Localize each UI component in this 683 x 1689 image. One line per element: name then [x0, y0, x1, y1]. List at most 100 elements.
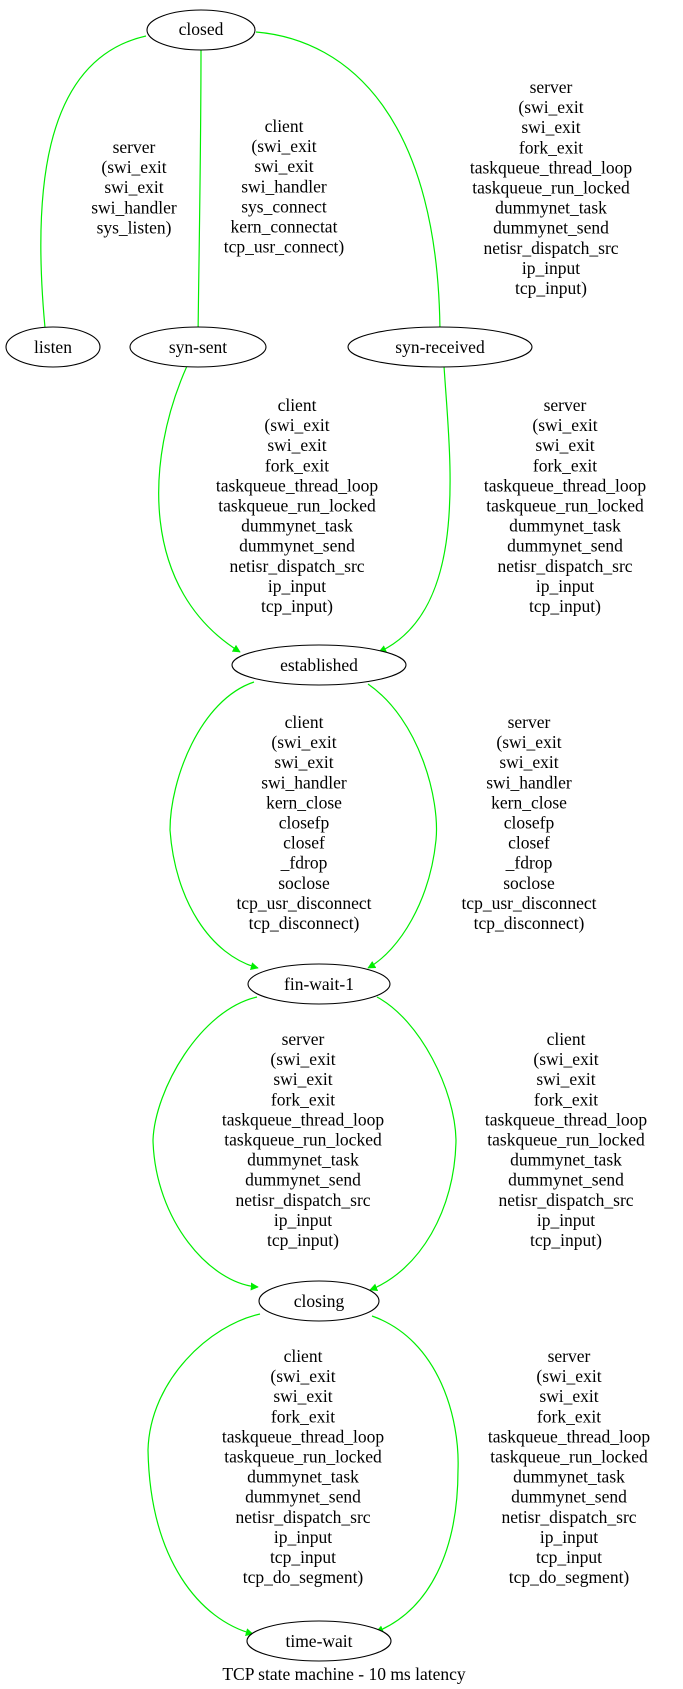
edge-label-line: dummynet_task — [513, 1467, 625, 1487]
edge-label-line: swi_exit — [521, 117, 580, 137]
edge-label-line: swi_exit — [499, 752, 558, 772]
edge-label-line: fork_exit — [265, 455, 329, 475]
edge-syn-sent-established — [158, 365, 241, 653]
edge-label-line: (swi_exit — [270, 1049, 335, 1069]
node-closing-label: closing — [294, 1291, 345, 1311]
node-syn-received-label: syn-received — [395, 337, 485, 357]
edge-label-line: fork_exit — [533, 455, 597, 475]
edge-closed-listen — [40, 35, 147, 339]
edge-label-line: dummynet_task — [247, 1150, 359, 1170]
edge-label-line: dummynet_send — [245, 1487, 361, 1507]
edge-established-fin-wait-1-client — [169, 681, 259, 970]
edge-closed-syn-received — [255, 31, 444, 339]
edge-label-line: swi_exit — [273, 1386, 332, 1406]
node-syn-sent: syn-sent — [129, 326, 267, 368]
edge-label-line: taskqueue_run_locked — [490, 1447, 648, 1467]
edge-label-line: netisr_dispatch_src — [235, 1507, 370, 1527]
edge-label-line: dummynet_send — [508, 1170, 624, 1190]
edge-label-line: server — [508, 712, 551, 732]
edge-label-line: swi_exit — [274, 752, 333, 772]
edge-label-line: (swi_exit — [101, 157, 166, 177]
edge-label-line: taskqueue_run_locked — [224, 1130, 382, 1150]
edge-label-line: swi_handler — [241, 176, 327, 196]
edge-label-line: taskqueue_thread_loop — [222, 1426, 385, 1446]
edge-label-line: dummynet_send — [245, 1170, 361, 1190]
edge-label-line: swi_exit — [254, 156, 313, 176]
edge-label-line: netisr_dispatch_src — [229, 556, 364, 576]
edge-label-line: kern_close — [266, 792, 342, 812]
edge-fin-wait-1-closing-server — [152, 996, 259, 1291]
edge-fin-wait-1-closing-client — [369, 996, 457, 1292]
edge-label-line: dummynet_task — [495, 198, 607, 218]
edge-label-line: fork_exit — [537, 1406, 601, 1426]
edge-label-line: _fdrop — [280, 853, 328, 873]
edge-label-line: (swi_exit — [496, 732, 561, 752]
edge-label-line: swi_exit — [539, 1386, 598, 1406]
nodes-layer: closed listen syn-sent syn-received esta… — [5, 9, 533, 1662]
edge-label-line: closef — [283, 833, 325, 853]
edge-label-line: sys_connect — [241, 196, 327, 216]
edge-label-line: soclose — [278, 873, 330, 893]
edge-label-line: netisr_dispatch_src — [483, 238, 618, 258]
edge-closing-time-wait-client — [147, 1313, 261, 1637]
node-syn-sent-label: syn-sent — [169, 337, 227, 357]
edge-label-line: dummynet_task — [247, 1467, 359, 1487]
edge-label-line: tcp_input — [536, 1547, 602, 1567]
node-listen: listen — [5, 326, 101, 368]
edge-label-line: taskqueue_thread_loop — [485, 1109, 648, 1129]
edge-label-line: (swi_exit — [271, 732, 336, 752]
edge-label-line: taskqueue_thread_loop — [222, 1109, 385, 1129]
edge-label-line: (swi_exit — [264, 415, 329, 435]
edge-label-line: tcp_usr_disconnect — [461, 893, 596, 913]
node-syn-received: syn-received — [347, 326, 533, 368]
edge-label-line: kern_close — [491, 792, 567, 812]
edge-label-line: tcp_input) — [267, 1230, 339, 1250]
edge-label-line: kern_connectat — [231, 217, 338, 237]
edge-label-line: (swi_exit — [533, 1049, 598, 1069]
edge-label-line: swi_handler — [486, 772, 572, 792]
edge-label-line: (swi_exit — [251, 136, 316, 156]
edge-label-line: ip_input — [537, 1210, 595, 1230]
edge-label-line: tcp_input) — [529, 596, 601, 616]
edge-label-line: tcp_input — [270, 1547, 336, 1567]
edge-label-line: _fdrop — [505, 853, 553, 873]
edge-label-line: dummynet_task — [510, 1150, 622, 1170]
edge-closed-syn-sent — [194, 47, 203, 339]
edge-label-line: tcp_disconnect) — [474, 913, 585, 933]
edge-label-line: server — [113, 137, 156, 157]
edge-label-line: fork_exit — [519, 137, 583, 157]
edge-label-line: (swi_exit — [532, 415, 597, 435]
edge-label-line: tcp_do_segment) — [509, 1567, 630, 1587]
edge-label-line: tcp_do_segment) — [243, 1567, 364, 1587]
edge-label-line: ip_input — [268, 576, 326, 596]
edge-label-line: tcp_usr_connect) — [224, 237, 345, 257]
edge-label-line: client — [547, 1029, 586, 1049]
edge-closing-time-wait-server — [371, 1315, 459, 1633]
node-time-wait-label: time-wait — [285, 1631, 352, 1651]
edge-label-line: taskqueue_run_locked — [224, 1447, 382, 1467]
edge-label-line: tcp_input) — [515, 278, 587, 298]
edge-label-line: dummynet_task — [241, 516, 353, 536]
edge-label-line: dummynet_send — [493, 218, 609, 238]
edge-label-line: fork_exit — [534, 1089, 598, 1109]
edge-label-line: closefp — [504, 813, 555, 833]
edge-label-line: netisr_dispatch_src — [235, 1190, 370, 1210]
edge-label-line: (swi_exit — [536, 1366, 601, 1386]
diagram-caption: TCP state machine - 10 ms latency — [222, 1664, 466, 1684]
edge-label-line: tcp_usr_disconnect — [236, 893, 371, 913]
node-closed-label: closed — [179, 19, 224, 39]
node-listen-label: listen — [34, 337, 72, 357]
edge-label-line: closef — [508, 833, 550, 853]
edge-label-line: server — [530, 77, 573, 97]
edge-label-line: swi_exit — [273, 1069, 332, 1089]
node-established: established — [231, 644, 407, 686]
edge-syn-received-established — [378, 365, 451, 653]
node-established-label: established — [280, 655, 358, 675]
edge-label-line: dummynet_send — [507, 536, 623, 556]
